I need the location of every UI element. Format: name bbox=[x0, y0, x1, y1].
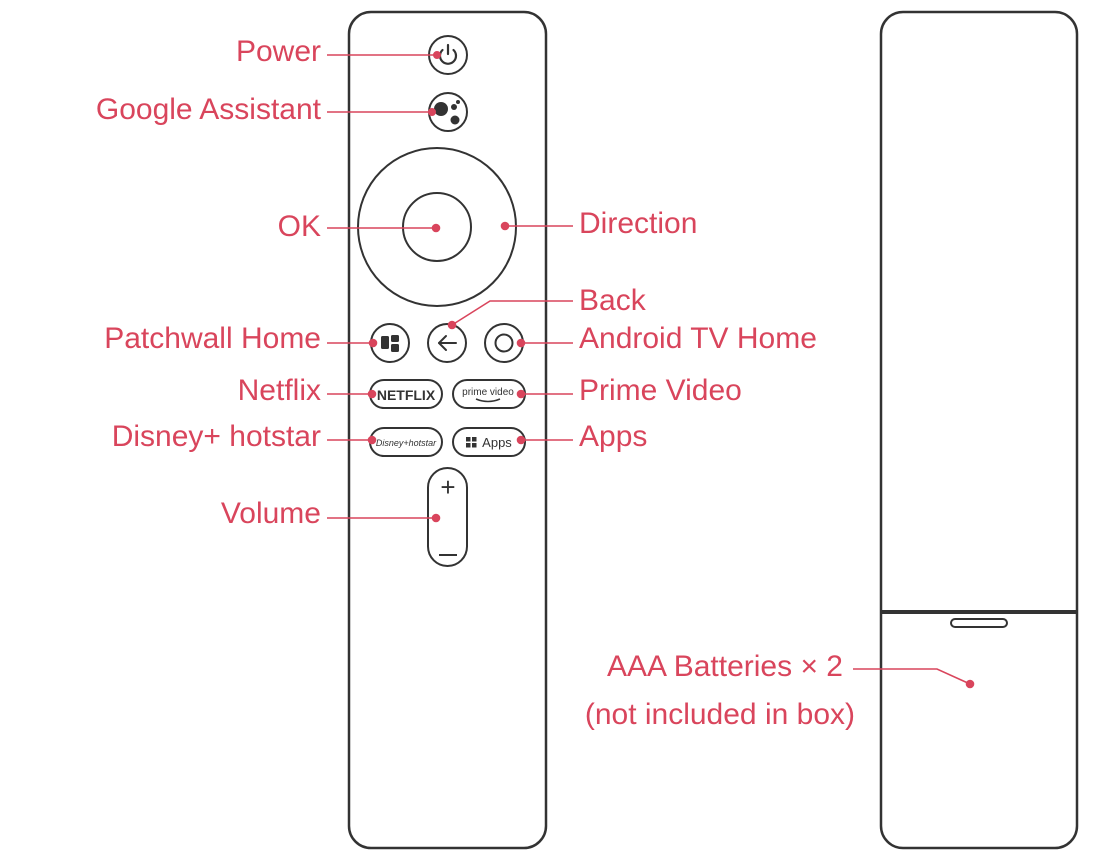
netflix-button[interactable]: NETFLIX bbox=[369, 379, 443, 409]
grid-icon bbox=[466, 437, 477, 448]
prime-video-button-label: prime video bbox=[462, 387, 514, 398]
circle-icon bbox=[494, 333, 514, 353]
power-icon bbox=[438, 43, 458, 65]
amazon-smile-icon bbox=[475, 398, 501, 403]
remote-front-body bbox=[347, 10, 548, 850]
label-batteries-note: (not included in box) bbox=[585, 698, 855, 731]
disney-hotstar-button-label: Disney+hotstar bbox=[376, 438, 437, 448]
label-ok: OK bbox=[278, 210, 321, 243]
volume-rocker[interactable]: + bbox=[427, 467, 468, 567]
prime-video-button[interactable]: prime video bbox=[452, 379, 526, 409]
apps-button-label: Apps bbox=[482, 435, 512, 450]
remote-back-body bbox=[879, 10, 1079, 850]
battery-cover-latch[interactable] bbox=[950, 618, 1008, 628]
google-assistant-button[interactable] bbox=[428, 92, 468, 132]
back-button[interactable] bbox=[427, 323, 467, 363]
label-batteries: AAA Batteries × 2 bbox=[607, 650, 843, 683]
label-google-assistant: Google Assistant bbox=[96, 93, 322, 126]
volume-up-label: + bbox=[440, 472, 455, 502]
callout-lines bbox=[327, 50, 975, 689]
label-volume: Volume bbox=[221, 497, 321, 530]
label-android-tv-home: Android TV Home bbox=[579, 322, 817, 355]
label-disney-hotstar: Disney+ hotstar bbox=[112, 420, 321, 453]
netflix-button-label: NETFLIX bbox=[377, 387, 436, 403]
patchwall-icon bbox=[381, 335, 399, 352]
google-assistant-icon bbox=[434, 100, 460, 125]
label-patchwall-home: Patchwall Home bbox=[104, 322, 321, 355]
label-direction: Direction bbox=[579, 207, 697, 240]
apps-button[interactable]: Apps bbox=[452, 427, 526, 457]
label-power: Power bbox=[236, 35, 321, 68]
disney-hotstar-button[interactable]: Disney+hotstar bbox=[369, 427, 443, 457]
label-apps: Apps bbox=[579, 420, 647, 453]
direction-pad[interactable] bbox=[357, 147, 517, 307]
ok-button[interactable] bbox=[402, 192, 472, 262]
label-back: Back bbox=[579, 284, 647, 317]
arrow-left-icon bbox=[438, 335, 457, 351]
label-prime-video: Prime Video bbox=[579, 374, 742, 407]
label-netflix: Netflix bbox=[238, 374, 321, 407]
